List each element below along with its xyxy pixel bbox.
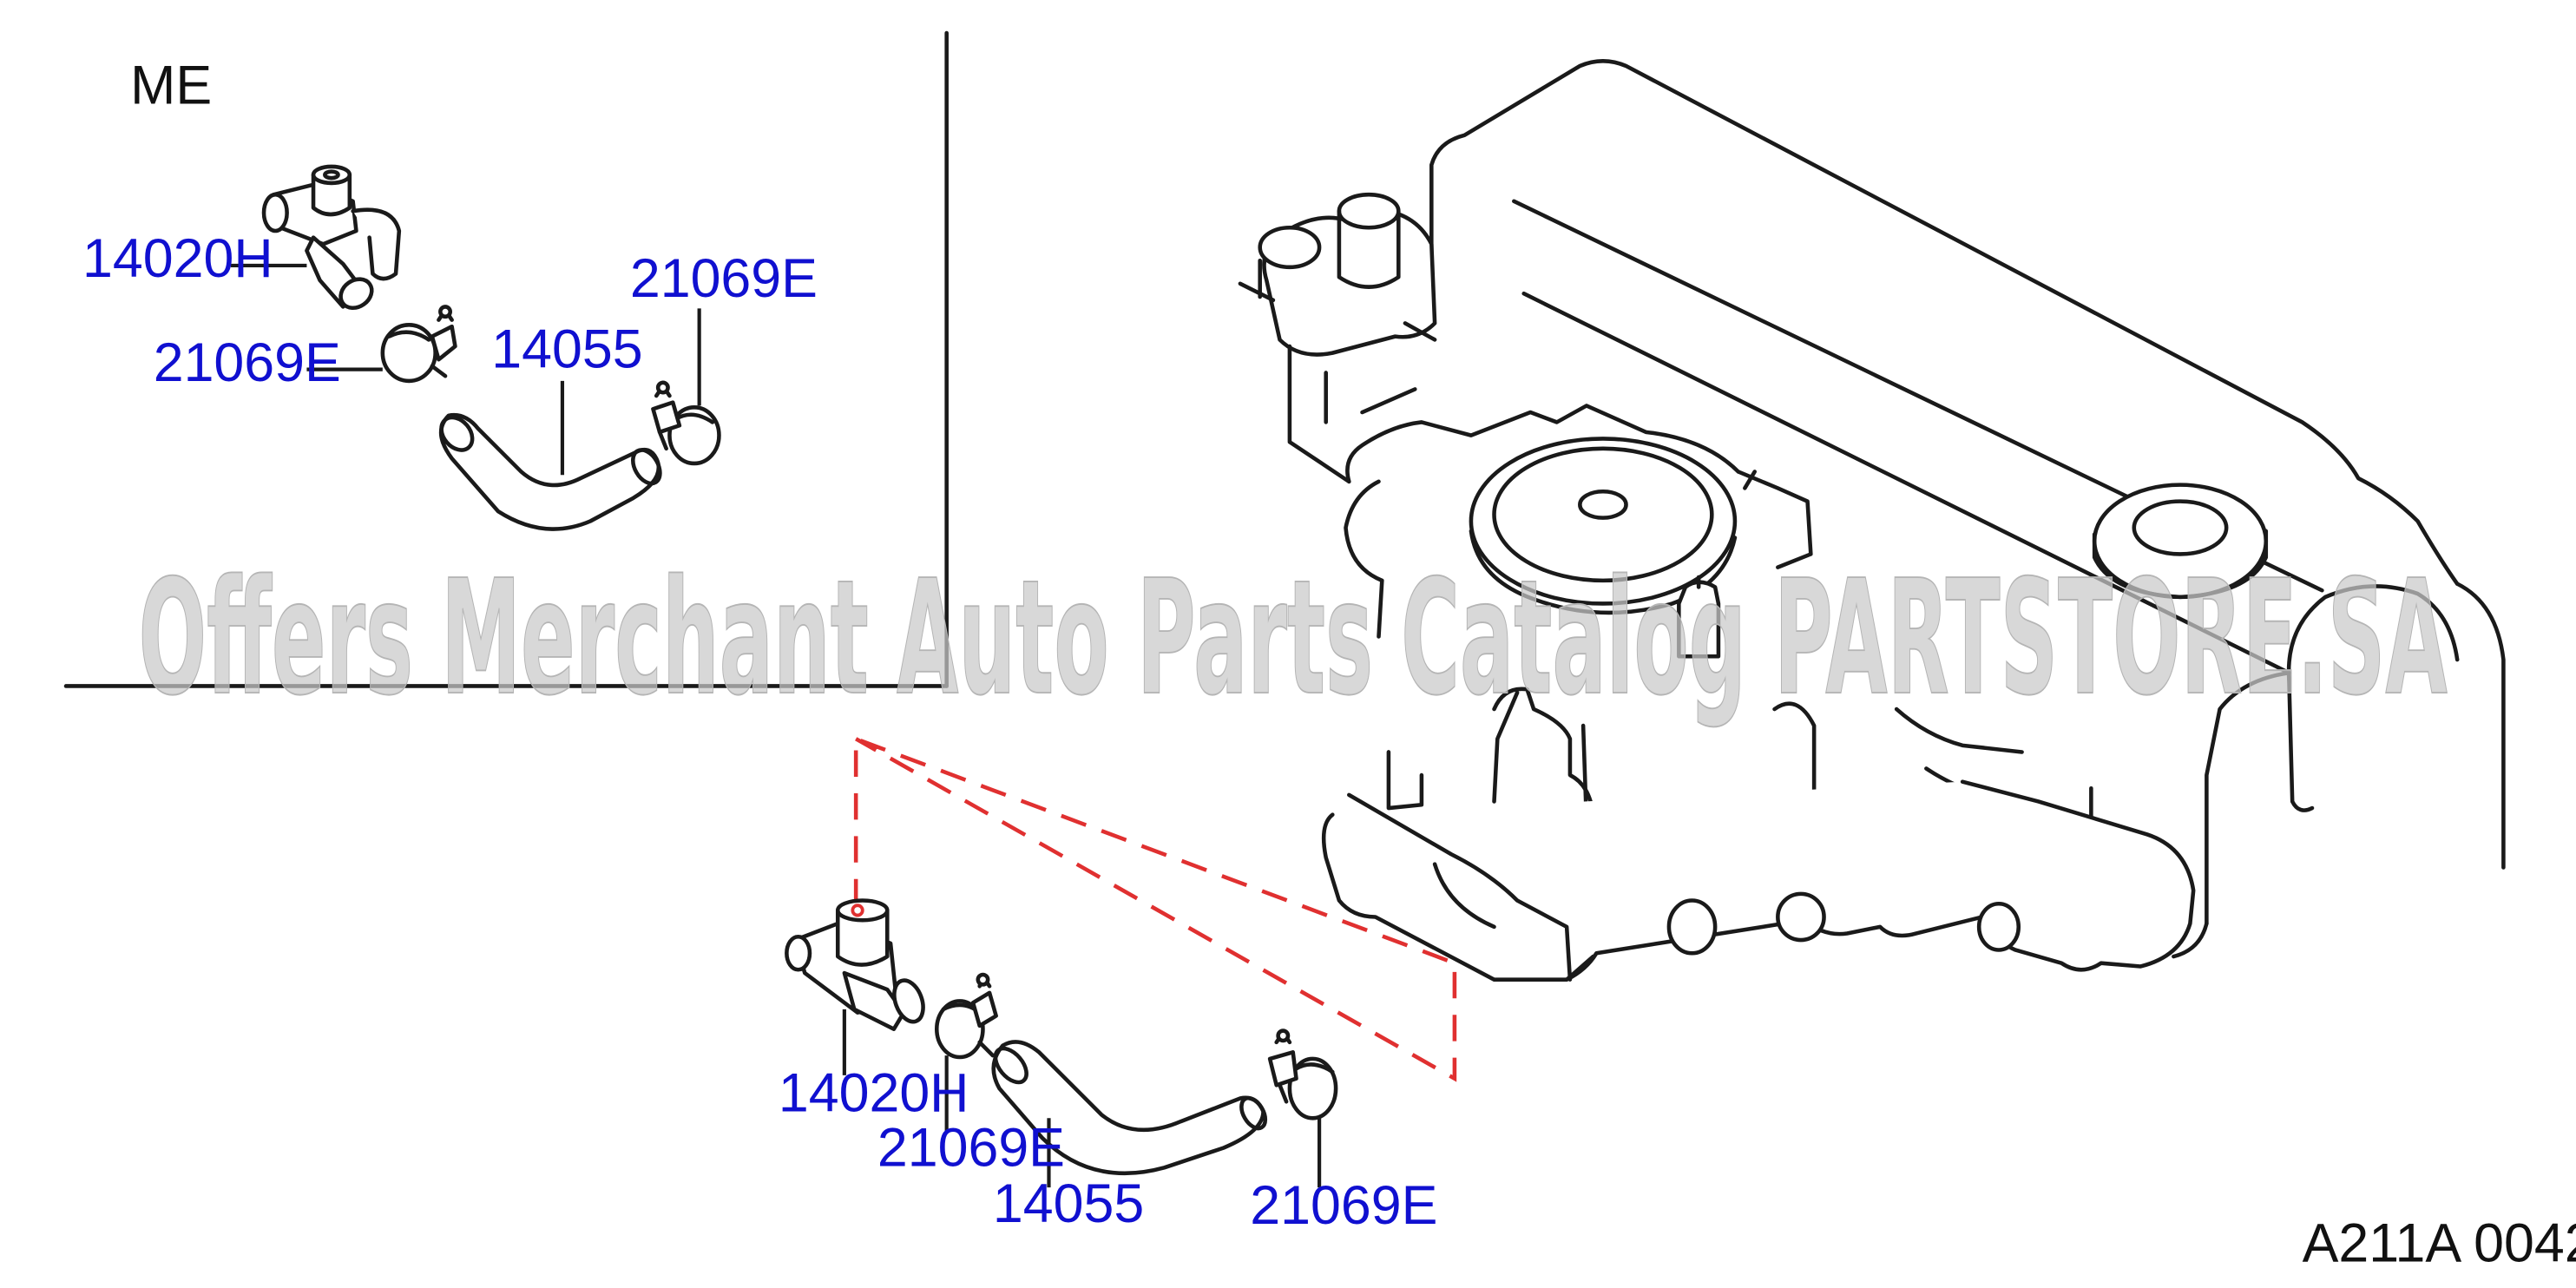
inset-water-outlet xyxy=(261,164,402,311)
inset-callouts: 14020H 21069E 14055 21069E xyxy=(82,228,818,393)
callout-21069E[interactable]: 21069E xyxy=(877,1117,1065,1178)
main-hose-clamp-right xyxy=(1267,1028,1338,1120)
main-water-outlet xyxy=(785,898,925,1031)
inset-frame xyxy=(63,30,949,688)
variant-label: ME xyxy=(130,56,212,116)
inset-hose-clamp-left xyxy=(380,305,457,384)
callout-21069E[interactable]: 21069E xyxy=(1250,1175,1437,1236)
callout-14055[interactable]: 14055 xyxy=(491,319,642,380)
callout-14020H[interactable]: 14020H xyxy=(779,1063,969,1124)
callout-14020H[interactable]: 14020H xyxy=(82,228,273,289)
dashed-guide xyxy=(853,735,1457,1082)
callout-21069E[interactable]: 21069E xyxy=(630,248,818,309)
watermark: Offers Merchant Auto Parts Catalog PARTS… xyxy=(139,547,2448,731)
diagram-code: A211A 0042 xyxy=(2303,1213,2576,1274)
main-leaders xyxy=(842,1009,1322,1188)
main-water-hose xyxy=(991,1040,1268,1176)
callout-21069E[interactable]: 21069E xyxy=(154,332,341,393)
engine-assembly xyxy=(1238,59,2506,982)
callout-14055[interactable]: 14055 xyxy=(993,1173,1144,1234)
main-callouts: 14020H 21069E 14055 21069E xyxy=(779,1063,1438,1236)
main-hose-clamp-left xyxy=(934,972,998,1060)
inset-water-hose xyxy=(439,412,662,531)
inset-leaders xyxy=(231,263,701,476)
inset-hose-clamp-right xyxy=(651,380,721,466)
